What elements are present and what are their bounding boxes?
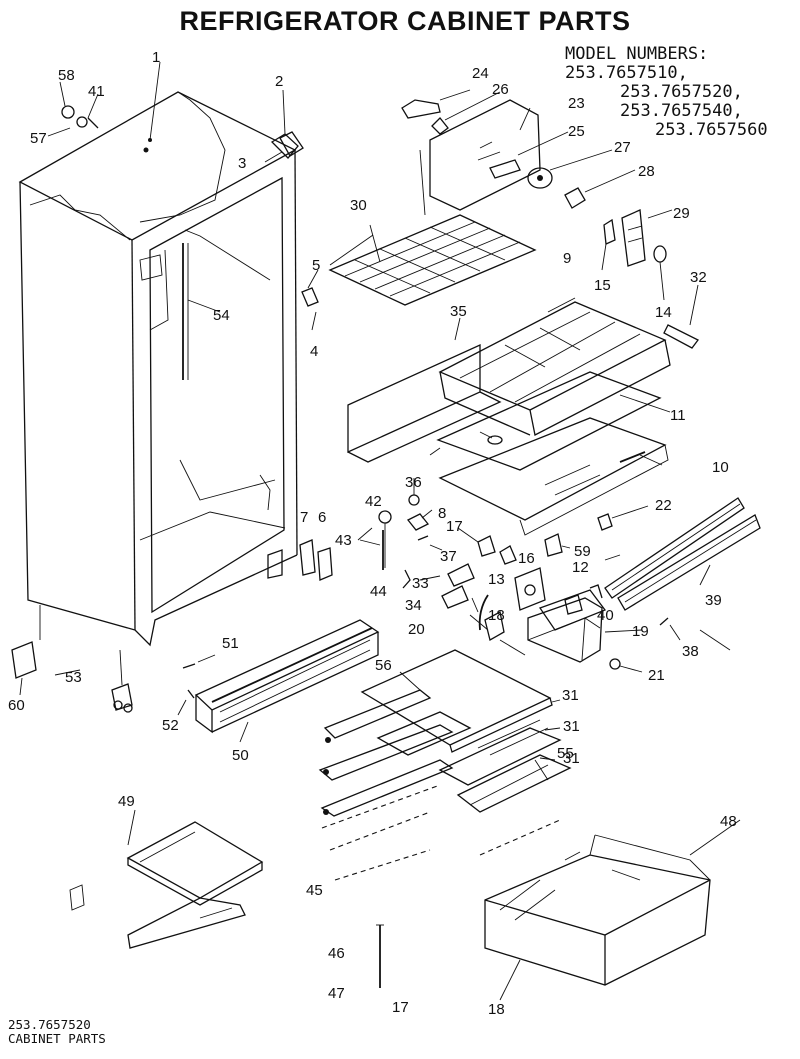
part-label-59: 59 bbox=[574, 543, 591, 560]
part-label-2: 2 bbox=[275, 73, 283, 90]
part-label-51: 51 bbox=[222, 635, 239, 652]
page-title: REFRIGERATOR CABINET PARTS bbox=[179, 6, 631, 36]
part-label-35: 35 bbox=[450, 303, 467, 320]
refrigerator-shelves bbox=[318, 649, 572, 881]
part-label-41: 41 bbox=[88, 83, 105, 100]
shelf-tray bbox=[69, 809, 264, 949]
part-label-49: 49 bbox=[118, 793, 135, 810]
model-number: 253.7657560 bbox=[655, 120, 768, 140]
part-label-58: 58 bbox=[58, 67, 75, 84]
footer-section-title: CABINET PARTS bbox=[8, 1031, 106, 1046]
part-label-19: 19 bbox=[632, 623, 649, 640]
part-label-25: 25 bbox=[568, 123, 585, 140]
crisper-cover-assembly bbox=[436, 297, 671, 536]
leveling-legs bbox=[11, 641, 133, 713]
freezer-wire-shelf bbox=[328, 214, 537, 306]
cabinet-trim-screws bbox=[47, 105, 99, 137]
part-label-18b: 18 bbox=[488, 1001, 505, 1018]
part-label-32: 32 bbox=[690, 269, 707, 286]
cabinet-front-rail bbox=[177, 619, 380, 743]
part-label-6: 6 bbox=[318, 509, 326, 526]
part-label-46: 46 bbox=[328, 945, 345, 962]
part-label-42: 42 bbox=[365, 493, 382, 510]
part-label-13: 13 bbox=[488, 571, 505, 588]
part-label-11: 11 bbox=[670, 407, 686, 424]
part-label-3: 3 bbox=[238, 155, 246, 172]
part-label-8: 8 bbox=[438, 505, 446, 522]
part-label-5: 5 bbox=[312, 257, 320, 274]
part-label-28: 28 bbox=[638, 163, 655, 180]
footer-model-number: 253.7657520 bbox=[8, 1017, 91, 1032]
part-label-37: 37 bbox=[440, 548, 457, 565]
part-label-44: 44 bbox=[370, 583, 387, 600]
part-label-38: 38 bbox=[682, 643, 699, 660]
part-label-14: 14 bbox=[655, 304, 672, 321]
part-number-labels: 1 2 3 4 5 6 7 8 9 10 11 12 13 14 15 16 1… bbox=[8, 49, 737, 1018]
part-label-15: 15 bbox=[594, 277, 611, 294]
leader-lines bbox=[54, 61, 731, 676]
part-label-17b: 17 bbox=[392, 999, 409, 1016]
part-label-54: 54 bbox=[213, 307, 230, 324]
part-label-33: 33 bbox=[412, 575, 429, 592]
part-label-56: 56 bbox=[375, 657, 392, 674]
part-label-57: 57 bbox=[30, 130, 47, 147]
shelf-bracket bbox=[301, 269, 319, 331]
part-label-52: 52 bbox=[162, 717, 179, 734]
hinge-assembly bbox=[264, 89, 304, 163]
part-label-31c: 31 bbox=[563, 750, 580, 767]
part-label-1: 1 bbox=[152, 49, 160, 66]
part-label-55: 55 bbox=[557, 745, 574, 762]
part-label-39: 39 bbox=[705, 592, 722, 609]
part-label-21: 21 bbox=[648, 667, 665, 684]
part-label-27: 27 bbox=[614, 139, 631, 156]
part-label-10: 10 bbox=[712, 459, 729, 476]
part-label-47: 47 bbox=[328, 985, 345, 1002]
part-label-18a: 18 bbox=[488, 607, 505, 624]
page-footer: 253.7657520 CABINET PARTS bbox=[8, 1018, 106, 1046]
part-label-30: 30 bbox=[350, 197, 367, 214]
model-numbers-block: MODEL NUMBERS: 253.7657510, 253.7657520,… bbox=[565, 45, 795, 140]
model-number: 253.7657520, bbox=[620, 82, 743, 102]
part-label-22: 22 bbox=[655, 497, 672, 514]
part-label-23: 23 bbox=[568, 95, 585, 112]
part-label-43: 43 bbox=[335, 532, 352, 549]
part-label-24: 24 bbox=[472, 65, 489, 82]
part-label-7: 7 bbox=[300, 509, 308, 526]
drawer-slide-rails bbox=[604, 497, 761, 641]
part-label-26: 26 bbox=[492, 81, 509, 98]
part-label-12: 12 bbox=[572, 559, 589, 576]
clip-part bbox=[597, 505, 649, 531]
part-label-31b: 31 bbox=[563, 718, 580, 735]
part-label-50: 50 bbox=[232, 747, 249, 764]
shelf-support-parts bbox=[402, 563, 475, 609]
part-label-16: 16 bbox=[518, 550, 535, 567]
part-label-48: 48 bbox=[720, 813, 737, 830]
evaporator-cover bbox=[401, 89, 613, 216]
crisper-control-assembly bbox=[478, 567, 643, 673]
part-label-36: 36 bbox=[405, 474, 422, 491]
part-label-60: 60 bbox=[8, 697, 25, 714]
part-label-20: 20 bbox=[408, 621, 425, 638]
model-number: 253.7657540, bbox=[620, 101, 743, 121]
part-label-4: 4 bbox=[310, 343, 318, 360]
control-hardware bbox=[564, 169, 699, 349]
part-label-17a: 17 bbox=[446, 518, 463, 535]
part-label-29: 29 bbox=[673, 205, 690, 222]
crisper-drawer bbox=[484, 819, 741, 1001]
model-numbers-heading: MODEL NUMBERS: bbox=[565, 44, 709, 64]
divider-panel bbox=[347, 317, 502, 463]
model-number: 253.7657510, bbox=[565, 63, 688, 83]
part-label-34: 34 bbox=[405, 597, 422, 614]
part-label-53: 53 bbox=[65, 669, 82, 686]
lower-pins bbox=[376, 924, 384, 988]
part-label-31a: 31 bbox=[562, 687, 579, 704]
cabinet-shell bbox=[18, 91, 333, 647]
part-label-40: 40 bbox=[597, 607, 614, 624]
part-label-9: 9 bbox=[563, 250, 571, 267]
damper-control-parts bbox=[359, 480, 571, 570]
part-label-45: 45 bbox=[306, 882, 323, 899]
